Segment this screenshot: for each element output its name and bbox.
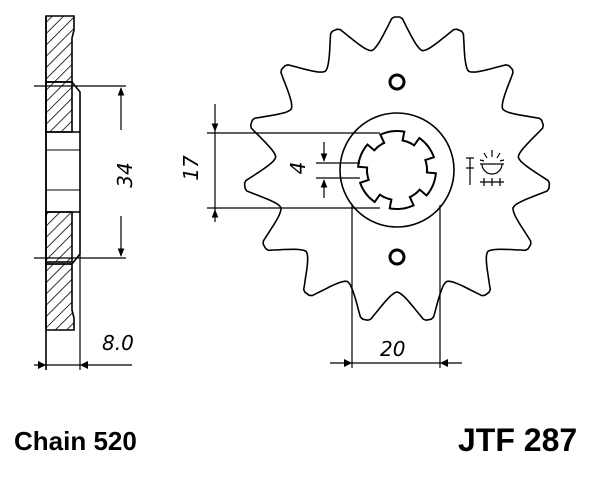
dim-bore-label: 17: [179, 155, 203, 181]
side-hub-hatch-top: [45, 81, 73, 133]
side-view: [34, 15, 132, 370]
dim-spline-label: 4: [286, 162, 310, 175]
part-number-label: JTF 287: [458, 422, 578, 458]
dim-width-label: 8.0: [102, 331, 134, 355]
front-dimensions: [207, 104, 462, 368]
sprocket-outline: [243, 16, 551, 322]
side-lower-tooth: [45, 263, 75, 331]
bolt-hole-bottom: [388, 248, 406, 266]
front-view: [243, 16, 551, 322]
dim-across-label: 20: [380, 337, 405, 361]
face-marking-icon: [466, 150, 505, 186]
hub-ring: [339, 112, 455, 228]
bolt-hole-top: [388, 73, 406, 91]
side-hub-hatch-bottom: [45, 211, 73, 263]
side-upper-tooth: [45, 15, 75, 83]
splined-bore: [356, 130, 438, 210]
chain-size-label: Chain 520: [14, 426, 137, 456]
dim-hub-label: 34: [113, 162, 137, 187]
